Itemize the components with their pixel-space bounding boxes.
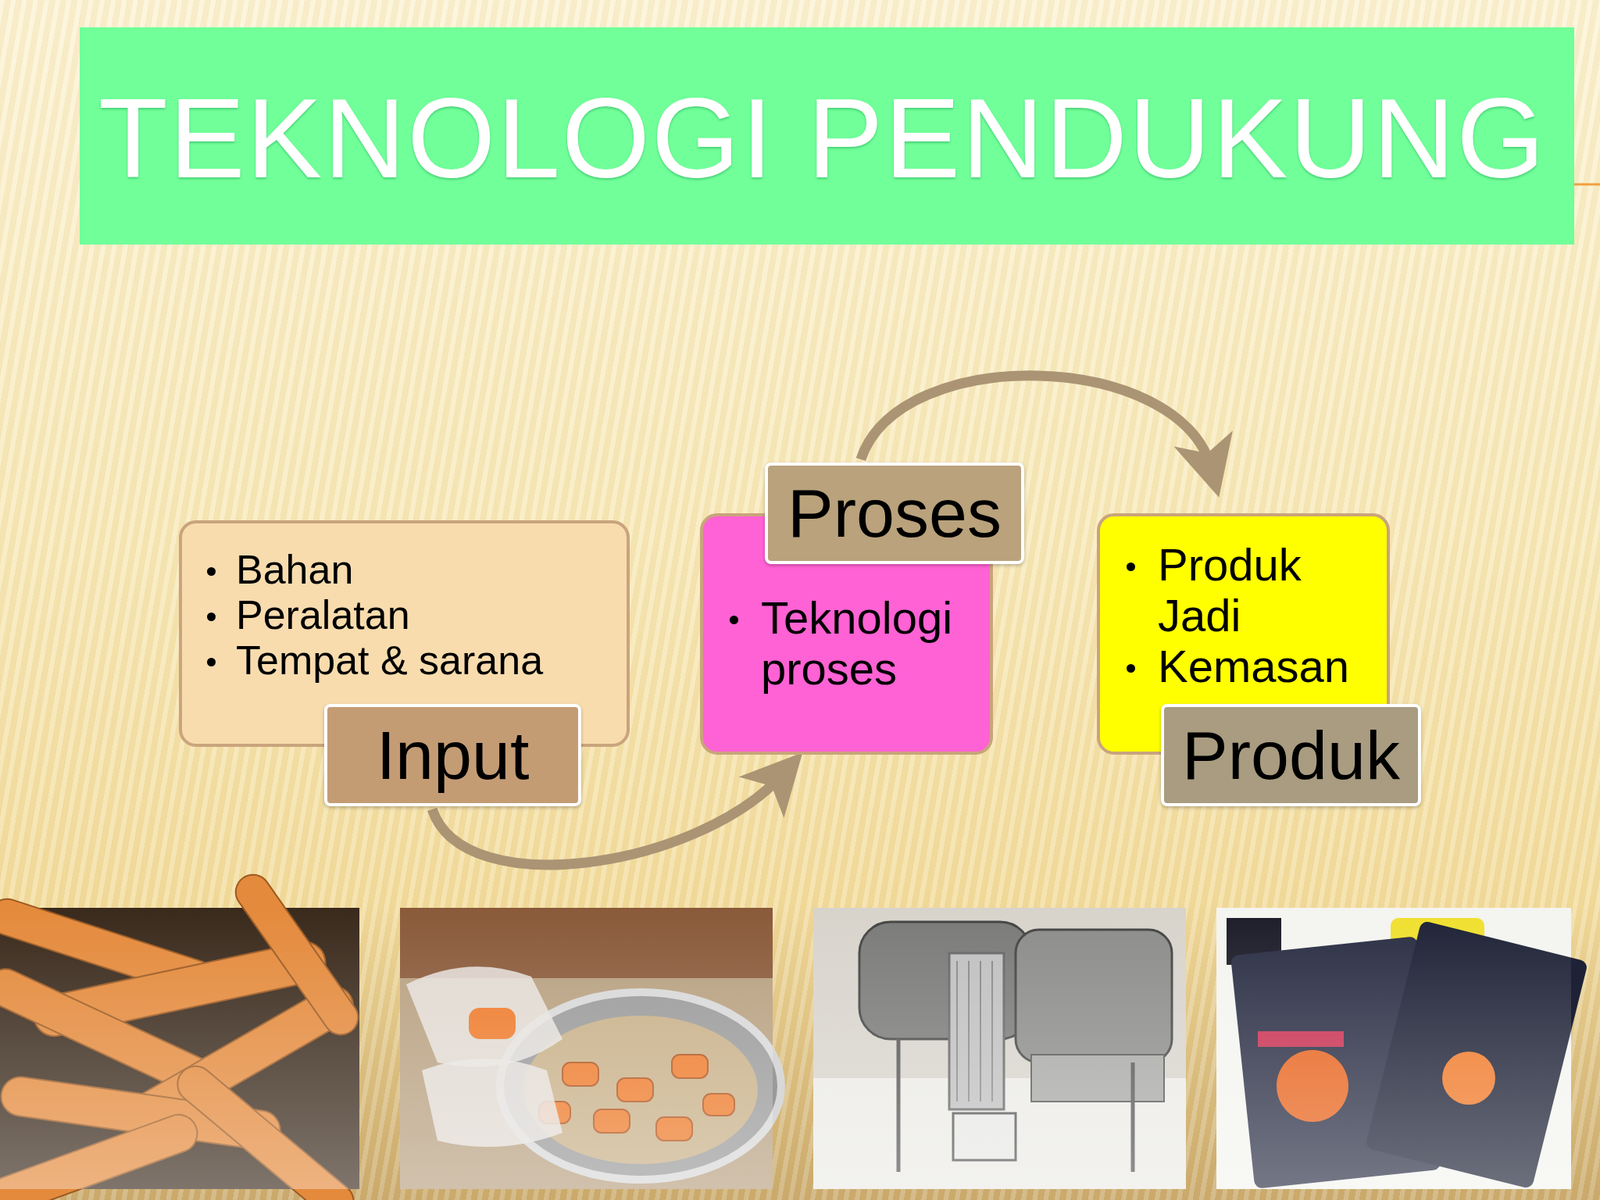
bullet-row: Bahan xyxy=(207,546,615,593)
bullet-dot xyxy=(207,567,216,576)
process-box: ProdukProduk JadiKemasan xyxy=(1096,513,1390,755)
bullet-text: Tempat & sarana xyxy=(235,637,543,683)
bullet-row: Peralatan xyxy=(207,592,615,638)
carrot-photo xyxy=(0,867,365,1200)
package-photo xyxy=(1216,907,1589,1190)
bullet-text: Peralatan xyxy=(235,592,411,638)
curved-arrow xyxy=(860,375,1211,468)
stage-tab: Input xyxy=(324,703,582,807)
stage-tab: Proses xyxy=(764,462,1025,565)
title-text: TEKNOLOGI PENDUKUNG xyxy=(98,82,1547,196)
stage-heading: Produk xyxy=(1182,721,1400,790)
bullet-row: Teknologi proses xyxy=(729,592,978,695)
stage-heading: Proses xyxy=(787,478,1002,548)
bullet-list: Teknologi proses xyxy=(729,592,978,695)
bullet-row: Produk Jadi xyxy=(1126,539,1375,642)
bullet-text: Bahan xyxy=(235,546,354,593)
bullet-list: Produk JadiKemasan xyxy=(1126,539,1375,693)
process-box: ProsesTeknologi proses xyxy=(700,513,993,755)
bullet-text: Produk Jadi xyxy=(1157,539,1375,642)
stage-tab: Produk xyxy=(1160,703,1422,807)
stage-heading: Input xyxy=(376,721,530,790)
bullet-dot xyxy=(729,615,739,625)
title-band: TEKNOLOGI PENDUKUNG xyxy=(79,27,1575,245)
bullet-list: BahanPeralatanTempat & sarana xyxy=(207,546,615,684)
bullet-text: Kemasan xyxy=(1157,641,1350,693)
bullet-dot xyxy=(1126,664,1136,673)
bullet-row: Kemasan xyxy=(1126,641,1375,693)
bullet-text: Teknologi proses xyxy=(760,592,978,695)
bullet-dot xyxy=(1126,562,1136,572)
bullet-row: Tempat & sarana xyxy=(207,637,615,683)
peeling-photo xyxy=(400,907,782,1190)
machine-photo xyxy=(813,907,1186,1190)
bullet-dot xyxy=(207,612,216,622)
bullet-dot xyxy=(207,657,216,667)
process-box: InputBahanPeralatanTempat & sarana xyxy=(178,520,630,747)
